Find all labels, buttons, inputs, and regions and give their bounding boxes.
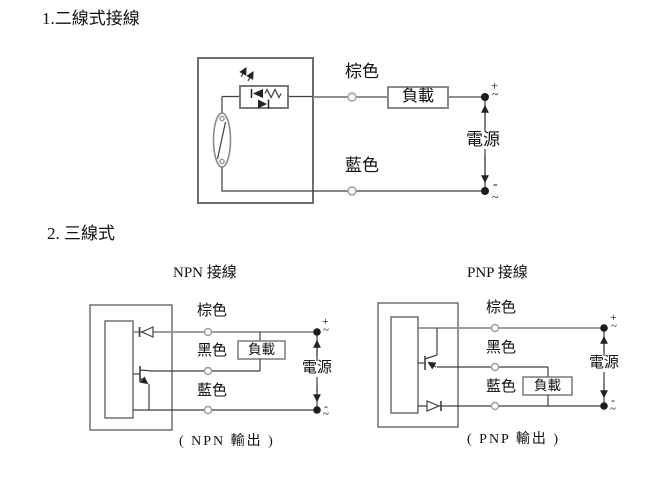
npn-minus-sign: -: [324, 399, 328, 413]
pnp-black-wire-label: 黑色: [486, 340, 517, 356]
pnp-blue-wire-label: 藍色: [486, 379, 517, 395]
pnp-output-caption: ( PNP 輸出 ): [467, 432, 560, 447]
npn-transistor-icon: [133, 366, 153, 410]
positive-node-dot: [481, 93, 489, 101]
d1-ac-tilde-bottom: ~: [492, 190, 499, 204]
pnp-load-label: 負載: [534, 377, 561, 393]
brown-terminal-circle: [347, 92, 357, 102]
npn-load-label: 負載: [248, 341, 275, 357]
d1-load-label: 負載: [401, 88, 434, 106]
npn-output-caption: ( NPN 輸出 ): [179, 434, 275, 449]
npn-title: NPN 接線: [173, 265, 237, 281]
npn-power-label: 電源: [300, 360, 335, 377]
led-diode-icon: [250, 89, 263, 98]
pnp-protection-diode-icon: [426, 400, 442, 412]
pnp-power-label: 電源: [587, 355, 622, 372]
two-wire-diagram: [197, 57, 489, 204]
pnp-minus-sign: -: [611, 393, 615, 407]
npn-positive-node-dot: [313, 328, 321, 336]
pnp-brown-terminal-circle: [490, 323, 500, 333]
npn-ac-tilde-top: ~: [323, 324, 329, 336]
blue-terminal-circle: [347, 186, 357, 196]
pnp-title: PNP 接線: [467, 265, 528, 281]
pnp-diagram: [377, 302, 608, 428]
sensor-internal-wiring: [221, 95, 313, 192]
npn-ac-tilde-bottom: ~: [323, 408, 329, 420]
pnp-brown-wire-label: 棕色: [486, 300, 517, 316]
led-emission-arrows-icon: [239, 67, 254, 82]
d1-blue-wire-label: 藍色: [345, 156, 379, 175]
led-circuit: [239, 85, 289, 109]
pnp-sensor-inner-block: [390, 316, 419, 414]
section2-title: 2. 三線式: [47, 224, 115, 243]
pnp-negative-node-dot: [600, 402, 608, 410]
npn-blue-wire-label: 藍色: [197, 383, 228, 399]
d1-plus-sign: +: [491, 78, 499, 93]
npn-brown-terminal-circle: [203, 327, 213, 337]
npn-brown-wire-label: 棕色: [197, 303, 228, 319]
sensor-outline: [197, 57, 314, 204]
npn-sensor-inner-block: [104, 320, 134, 419]
d1-minus-sign: -: [493, 177, 498, 192]
pnp-ac-tilde-top: ~: [611, 320, 617, 332]
load-box: [387, 86, 449, 109]
reed-switch-icon: [212, 112, 232, 168]
pnp-transistor-icon: [418, 354, 438, 370]
reverse-diode-icon: [258, 99, 270, 109]
pnp-black-terminal-circle: [490, 362, 500, 372]
pnp-blue-terminal-circle: [490, 401, 500, 411]
section1-title: 1.二線式接線: [42, 9, 140, 28]
pnp-plus-sign: +: [610, 310, 617, 324]
negative-node-dot: [481, 187, 489, 195]
d1-ac-tilde-top: ~: [492, 87, 499, 101]
npn-blue-terminal-circle: [203, 405, 213, 415]
npn-negative-node-dot: [313, 406, 321, 414]
d1-power-label: 電源: [464, 130, 502, 149]
npn-load-box: [237, 340, 286, 360]
npn-protection-diode-icon: [138, 326, 154, 338]
npn-black-wire-label: 黑色: [197, 343, 228, 359]
pnp-positive-node-dot: [600, 324, 608, 332]
resistor-icon: [264, 88, 282, 99]
pnp-ac-tilde-bottom: ~: [610, 403, 616, 415]
npn-sensor-outline: [89, 304, 173, 431]
npn-diagram: [89, 304, 321, 431]
npn-black-terminal-circle: [203, 366, 213, 376]
pnp-sensor-outline: [377, 302, 459, 428]
npn-plus-sign: +: [322, 314, 329, 328]
d1-brown-wire-label: 棕色: [345, 62, 379, 81]
